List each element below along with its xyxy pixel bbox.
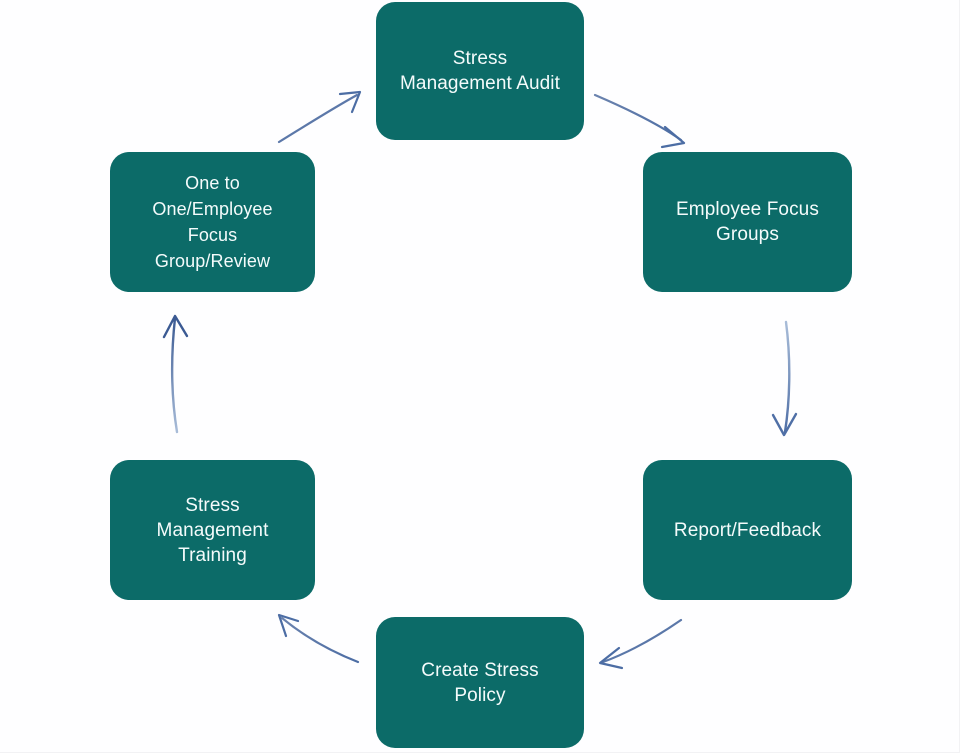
arrow-one-to-one-to-audit <box>277 90 362 144</box>
arrow-policy-to-training <box>277 613 360 664</box>
node-one-to-one-employee-focus-group-review[interactable]: One to One/Employee Focus Group/Review <box>110 152 315 292</box>
arrow-audit-to-focus-groups <box>593 93 686 149</box>
arrow-training-to-one-to-one <box>162 314 189 434</box>
arrow-report-to-policy <box>598 618 683 670</box>
node-create-stress-policy[interactable]: Create Stress Policy <box>376 617 584 748</box>
node-stress-management-audit[interactable]: Stress Management Audit <box>376 2 584 140</box>
arrow-focus-groups-to-report <box>771 320 798 437</box>
node-employee-focus-groups[interactable]: Employee Focus Groups <box>643 152 852 292</box>
node-stress-management-training[interactable]: Stress Management Training <box>110 460 315 600</box>
node-report-feedback[interactable]: Report/Feedback <box>643 460 852 600</box>
